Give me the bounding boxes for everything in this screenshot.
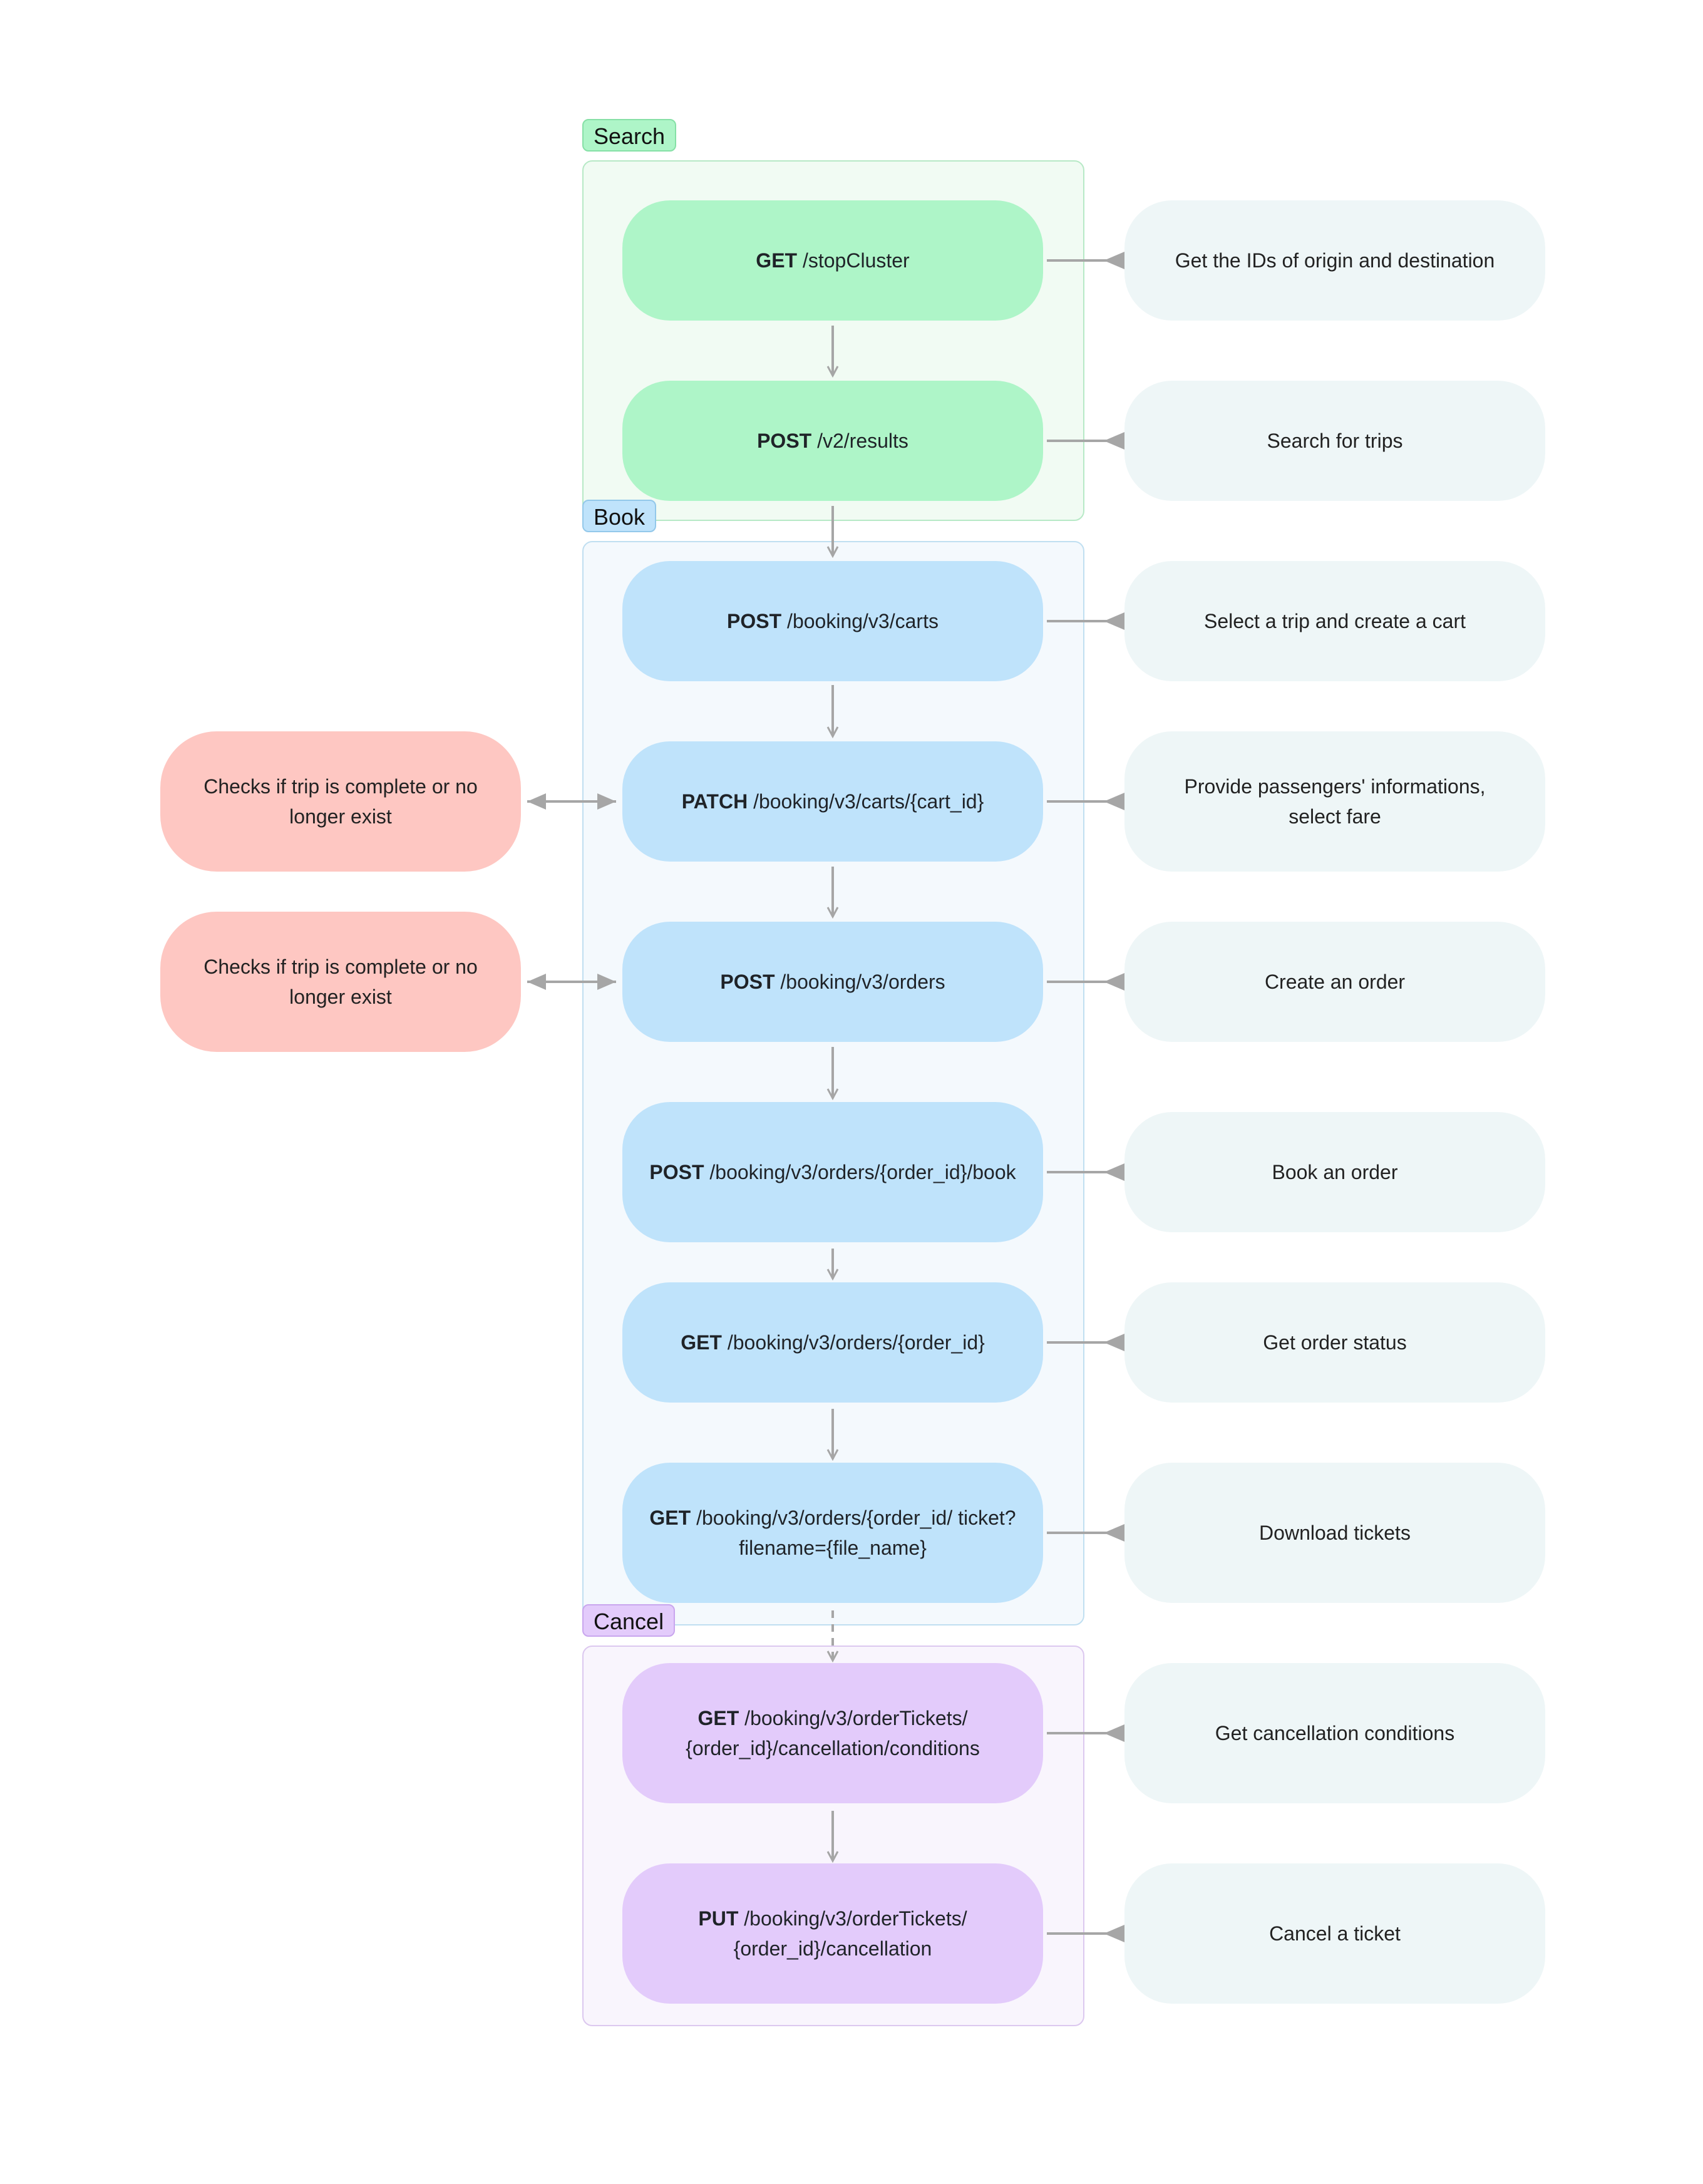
step-cancellation-conditions: GET /booking/v3/orderTickets/ {order_id}… bbox=[622, 1663, 1043, 1803]
description-box: Book an order bbox=[1124, 1112, 1545, 1232]
step-cancel-ticket: PUT /booking/v3/orderTickets/ {order_id}… bbox=[622, 1863, 1043, 2004]
http-verb: POST bbox=[757, 430, 812, 452]
search-group-label: Search bbox=[582, 119, 677, 152]
http-verb: GET bbox=[681, 1331, 722, 1354]
step-post-orders: POST /booking/v3/orders bbox=[622, 922, 1043, 1042]
step-get-order-status: GET /booking/v3/orders/{order_id} bbox=[622, 1282, 1043, 1403]
endpoint-path: /booking/v3/carts/{cart_id} bbox=[753, 790, 984, 813]
http-verb: PUT bbox=[698, 1907, 739, 1930]
description-box: Get order status bbox=[1124, 1282, 1545, 1403]
http-verb: POST bbox=[649, 1161, 704, 1183]
check-box-order: Checks if trip is complete or no longer … bbox=[160, 912, 521, 1052]
endpoint-path: /booking/v3/carts bbox=[787, 610, 939, 632]
step-patch-cart: PATCH /booking/v3/carts/{cart_id} bbox=[622, 741, 1043, 862]
http-verb: PATCH bbox=[681, 790, 748, 813]
description-box: Get the IDs of origin and destination bbox=[1124, 200, 1545, 321]
step-get-stop-cluster: GET /stopCluster bbox=[622, 200, 1043, 321]
http-verb: POST bbox=[720, 971, 775, 993]
endpoint-path: /v2/results bbox=[817, 430, 908, 452]
http-verb: POST bbox=[727, 610, 782, 632]
description-box: Select a trip and create a cart bbox=[1124, 561, 1545, 681]
description-box: Cancel a ticket bbox=[1124, 1863, 1545, 2004]
endpoint-path: /booking/v3/orders bbox=[780, 971, 945, 993]
book-group-label: Book bbox=[582, 500, 657, 532]
http-verb: GET bbox=[649, 1507, 691, 1529]
description-box: Download tickets bbox=[1124, 1463, 1545, 1603]
endpoint-path: /booking/v3/orderTickets/ {order_id}/can… bbox=[733, 1907, 967, 1960]
endpoint-path: /booking/v3/orders/{order_id/ ticket?fil… bbox=[696, 1507, 1016, 1559]
endpoint-path: /booking/v3/orders/{order_id} bbox=[727, 1331, 985, 1354]
http-verb: GET bbox=[756, 249, 798, 272]
description-box: Create an order bbox=[1124, 922, 1545, 1042]
endpoint-path: /stopCluster bbox=[802, 249, 910, 272]
step-book-order: POST /booking/v3/orders/{order_id}/book bbox=[622, 1102, 1043, 1242]
step-download-tickets: GET /booking/v3/orders/{order_id/ ticket… bbox=[622, 1463, 1043, 1603]
description-box: Get cancellation conditions bbox=[1124, 1663, 1545, 1803]
endpoint-path: /booking/v3/orderTickets/ {order_id}/can… bbox=[686, 1707, 980, 1759]
http-verb: GET bbox=[697, 1707, 739, 1729]
check-box-cart: Checks if trip is complete or no longer … bbox=[160, 731, 521, 872]
cancel-group-label: Cancel bbox=[582, 1604, 676, 1637]
description-box: Provide passengers' informations, select… bbox=[1124, 731, 1545, 872]
step-post-carts: POST /booking/v3/carts bbox=[622, 561, 1043, 681]
endpoint-path: /booking/v3/orders/{order_id}/book bbox=[709, 1161, 1016, 1183]
step-post-results: POST /v2/results bbox=[622, 381, 1043, 501]
description-box: Search for trips bbox=[1124, 381, 1545, 501]
